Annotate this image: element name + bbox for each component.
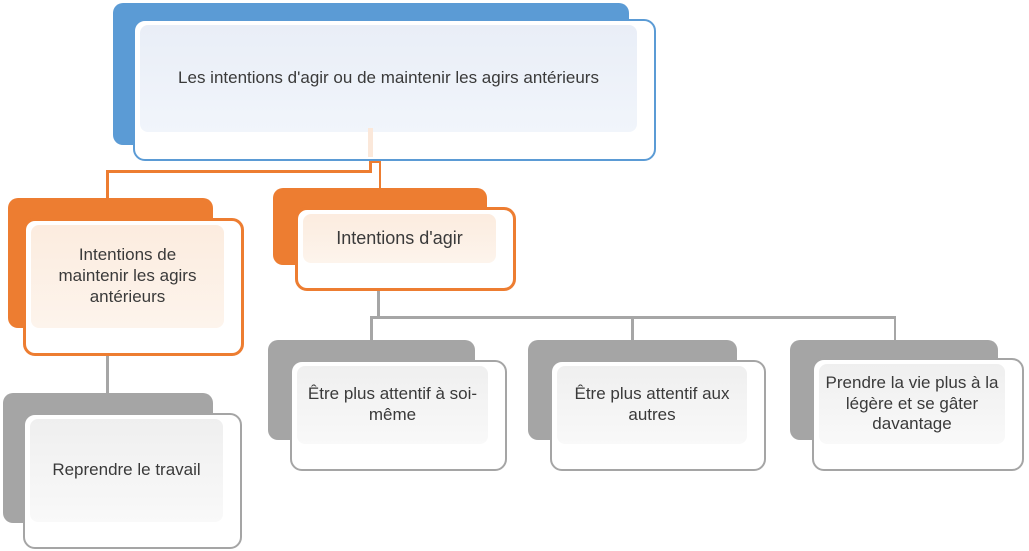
node-maintenir: Intentions de maintenir les agirs antéri… bbox=[23, 218, 244, 356]
connector-drop-to-aux-autres bbox=[631, 316, 634, 342]
connector-drop-to-soi-meme bbox=[370, 316, 373, 342]
connector-root-vertical bbox=[369, 160, 372, 172]
node-maintenir-label: Intentions de maintenir les agirs antéri… bbox=[58, 245, 197, 306]
node-prendre-vie-label: Prendre la vie plus à la légère et se gâ… bbox=[825, 372, 999, 434]
node-agir-label: Intentions d'agir bbox=[336, 227, 463, 248]
node-maintenir-panel: Intentions de maintenir les agirs antéri… bbox=[31, 225, 224, 328]
node-prendre-vie-panel: Prendre la vie plus à la légère et se gâ… bbox=[819, 364, 1005, 444]
connector-drop-to-prendre-vie bbox=[893, 316, 896, 342]
node-soi-meme: Être plus attentif à soi-même bbox=[290, 360, 507, 471]
connector-root-stub-pale bbox=[368, 128, 373, 157]
node-root-panel: Les intentions d'agir ou de maintenir le… bbox=[140, 25, 637, 132]
node-soi-meme-panel: Être plus attentif à soi-même bbox=[297, 366, 488, 444]
node-root-label: Les intentions d'agir ou de maintenir le… bbox=[178, 68, 599, 88]
connector-drop-to-agir bbox=[378, 160, 381, 190]
node-reprendre-label: Reprendre le travail bbox=[52, 460, 201, 480]
connector-drop-to-maintenir bbox=[106, 170, 109, 200]
node-soi-meme-label: Être plus attentif à soi-même bbox=[307, 384, 478, 424]
node-aux-autres: Être plus attentif aux autres bbox=[550, 360, 766, 471]
node-reprendre-panel: Reprendre le travail bbox=[30, 419, 223, 522]
node-reprendre: Reprendre le travail bbox=[23, 413, 242, 549]
connector-root-to-maintenir-horizontal bbox=[106, 170, 372, 173]
node-agir: Intentions d'agir bbox=[295, 207, 516, 291]
node-prendre-vie: Prendre la vie plus à la légère et se gâ… bbox=[812, 358, 1024, 471]
connector-maintenir-to-reprendre bbox=[106, 350, 109, 395]
connector-agir-vertical bbox=[377, 285, 380, 318]
node-root: Les intentions d'agir ou de maintenir le… bbox=[133, 19, 656, 161]
node-agir-panel: Intentions d'agir bbox=[303, 214, 496, 263]
node-aux-autres-panel: Être plus attentif aux autres bbox=[557, 366, 747, 444]
connector-root-jog bbox=[369, 160, 381, 163]
node-aux-autres-label: Être plus attentif aux autres bbox=[574, 384, 730, 424]
